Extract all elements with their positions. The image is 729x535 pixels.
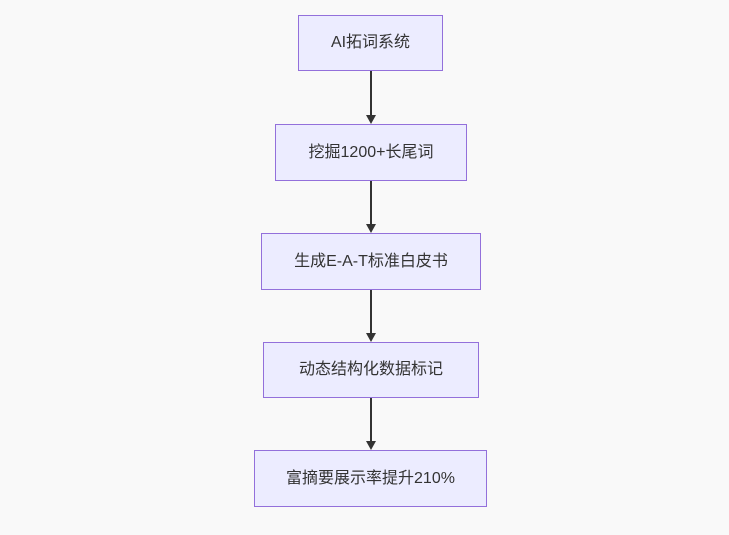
flowchart-node-structured-data: 动态结构化数据标记: [263, 342, 479, 398]
arrow-down-icon: [366, 333, 376, 342]
node-label: 生成E-A-T标准白皮书: [294, 252, 448, 270]
node-label: 动态结构化数据标记: [298, 361, 443, 379]
arrow-down-icon: [366, 441, 376, 450]
node-label: 挖掘1200+长尾词: [308, 143, 434, 161]
edge-line: [370, 71, 372, 115]
node-label: 富摘要展示率提升210%: [286, 469, 455, 487]
arrow-down-icon: [366, 224, 376, 233]
flow-edge-3: [365, 290, 377, 342]
flow-edge-4: [365, 398, 377, 450]
flowchart-node-rich-snippet-result: 富摘要展示率提升210%: [254, 450, 487, 507]
flow-edge-2: [365, 181, 377, 233]
edge-line: [370, 290, 372, 333]
flow-edge-1: [365, 71, 377, 124]
flowchart-node-ai-word-system: AI拓词系统: [298, 15, 443, 71]
flowchart-node-eat-whitepaper: 生成E-A-T标准白皮书: [261, 233, 481, 290]
flowchart-node-longtail-keywords: 挖掘1200+长尾词: [275, 124, 467, 181]
edge-line: [370, 181, 372, 224]
edge-line: [370, 398, 372, 441]
arrow-down-icon: [366, 115, 376, 124]
node-label: AI拓词系统: [330, 34, 411, 52]
